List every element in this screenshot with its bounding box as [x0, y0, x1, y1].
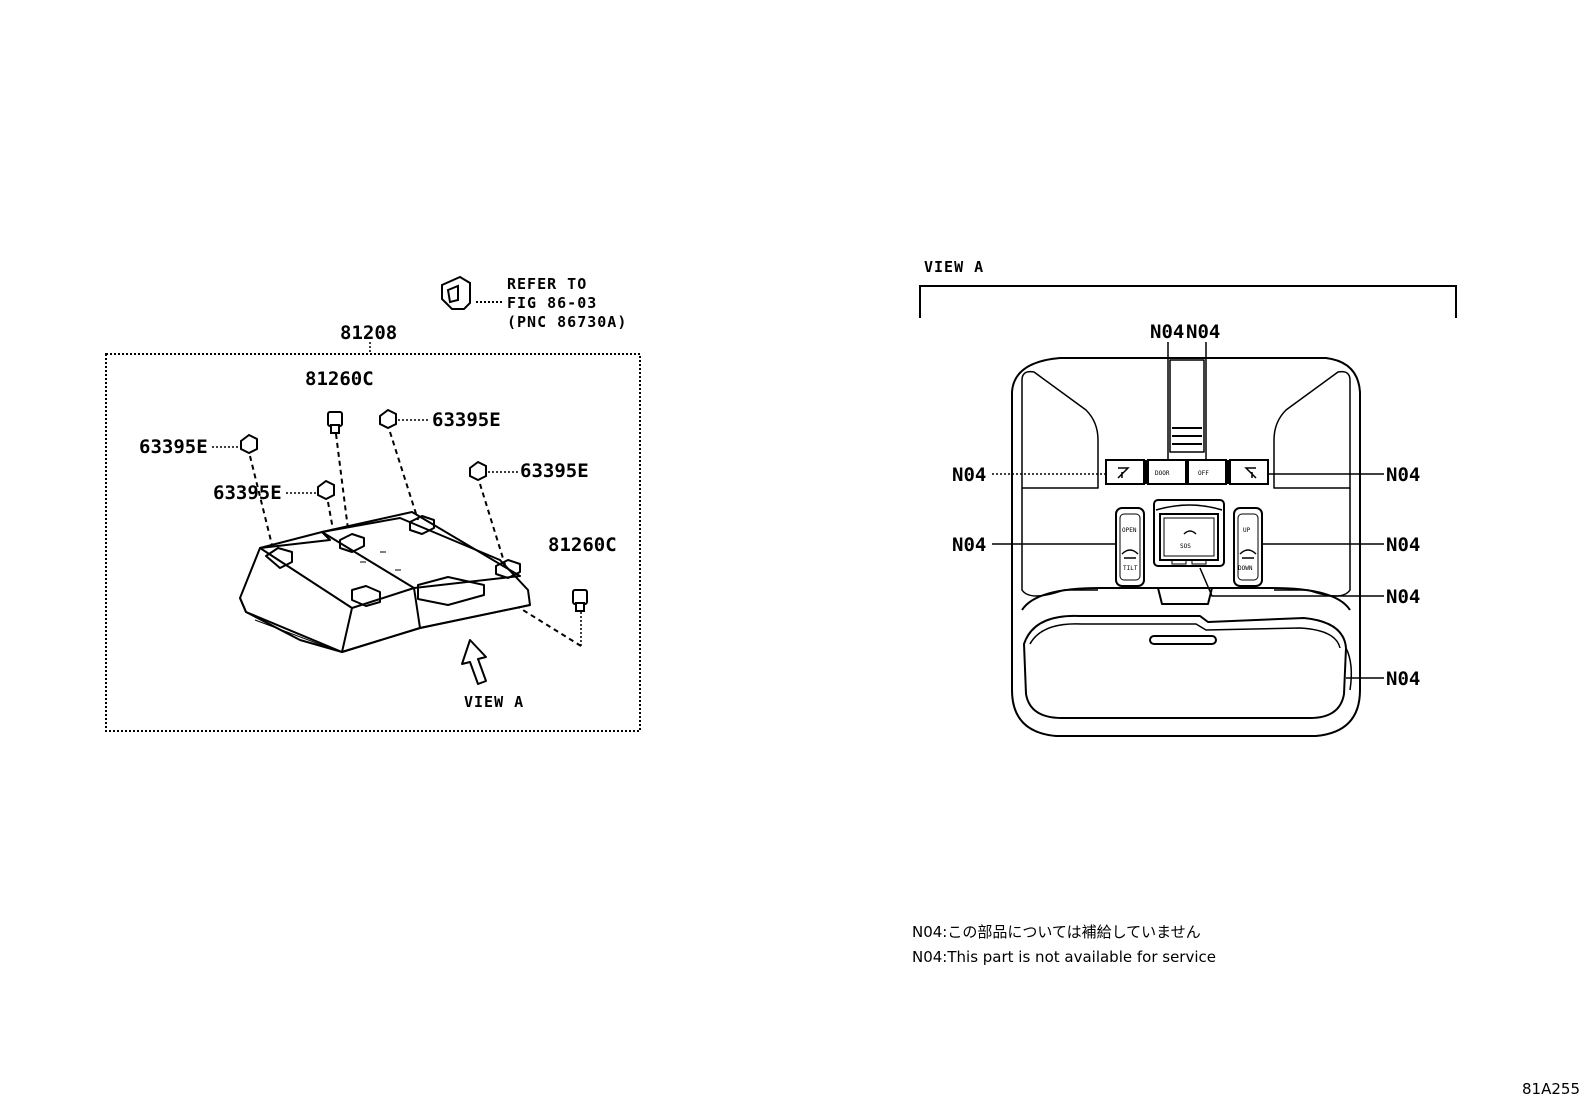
- refer-line-2: FIG 86-03: [507, 294, 597, 312]
- top-switch-row: [1105, 459, 1269, 485]
- lamp-glyph-right-icon: [1244, 467, 1257, 479]
- part-63395e-top-label: 63395E: [432, 409, 501, 431]
- slide-tilt-switch: [1115, 507, 1145, 587]
- part-63395e-left-label: 63395E: [139, 436, 208, 458]
- view-a-title: VIEW A: [924, 258, 984, 276]
- off-switch: [1187, 459, 1227, 485]
- note-japanese: N04:この部品については補給していません: [912, 923, 1201, 941]
- leader-81260c-right: [509, 601, 582, 647]
- assembly-boundary-box: [105, 353, 641, 732]
- clip-icon-top: [379, 408, 397, 430]
- open-text: OPEN: [1122, 527, 1137, 534]
- connector-clip-icon: [441, 275, 504, 310]
- note-english: N04:This part is not available for servi…: [912, 948, 1216, 966]
- n04-label-top-left: N04: [1150, 321, 1184, 343]
- view-a-bracket: [919, 285, 1457, 318]
- view-a-group: VIEW A: [919, 258, 1457, 737]
- view-a-arrow-label: VIEW A: [464, 693, 524, 711]
- assembly-group: 81208 REFER TO FIG 86-03 (PNC 86730A) 81…: [105, 275, 641, 732]
- off-switch-label: OFF: [1198, 470, 1209, 477]
- down-text: DOWN: [1238, 565, 1253, 572]
- clip-icon-mid: [317, 479, 335, 501]
- n04-leader-lines: [992, 342, 1384, 679]
- up-down-switch: [1233, 507, 1263, 587]
- up-text: UP: [1243, 527, 1251, 534]
- sos-text: SOS: [1180, 543, 1191, 550]
- n04-label-row2-left: N04: [952, 534, 986, 556]
- n04-label-top-right: N04: [1186, 321, 1220, 343]
- part-63395e-mid-label: 63395E: [213, 482, 282, 504]
- bulb-icon-right: [572, 589, 588, 612]
- n04-label-row1-right: N04: [1386, 464, 1420, 486]
- bulb-icon-top: [327, 411, 343, 434]
- part-81260c-right-label: 81260C: [548, 534, 617, 556]
- part-63395e-right-label: 63395E: [520, 460, 589, 482]
- n04-label-lens: N04: [1386, 668, 1420, 690]
- refer-line-1: REFER TO: [507, 275, 587, 293]
- console-housing-drawing: [239, 511, 531, 653]
- lamp-glyph-left-icon: [1117, 467, 1130, 479]
- n04-label-row3-right: N04: [1386, 586, 1420, 608]
- leader-63395e-left: [249, 455, 273, 546]
- door-switch-label: DOOR: [1155, 470, 1170, 477]
- tilt-text: TILT: [1123, 565, 1138, 572]
- n04-label-row1-left: N04: [952, 464, 986, 486]
- clip-icon-left: [240, 433, 258, 455]
- figure-code: 81A255: [1522, 1080, 1580, 1098]
- clip-icon-right: [469, 460, 487, 482]
- part-81260c-top-label: 81260C: [305, 368, 374, 390]
- n04-label-row2-right: N04: [1386, 534, 1420, 556]
- sos-switch: [1153, 499, 1225, 567]
- view-a-arrow: [461, 639, 487, 685]
- leader-63395e-right: [479, 483, 507, 569]
- door-switch: [1147, 459, 1187, 485]
- assembly-label: 81208: [340, 322, 397, 344]
- refer-line-3: (PNC 86730A): [507, 313, 627, 331]
- leader-63395e-top: [389, 431, 419, 521]
